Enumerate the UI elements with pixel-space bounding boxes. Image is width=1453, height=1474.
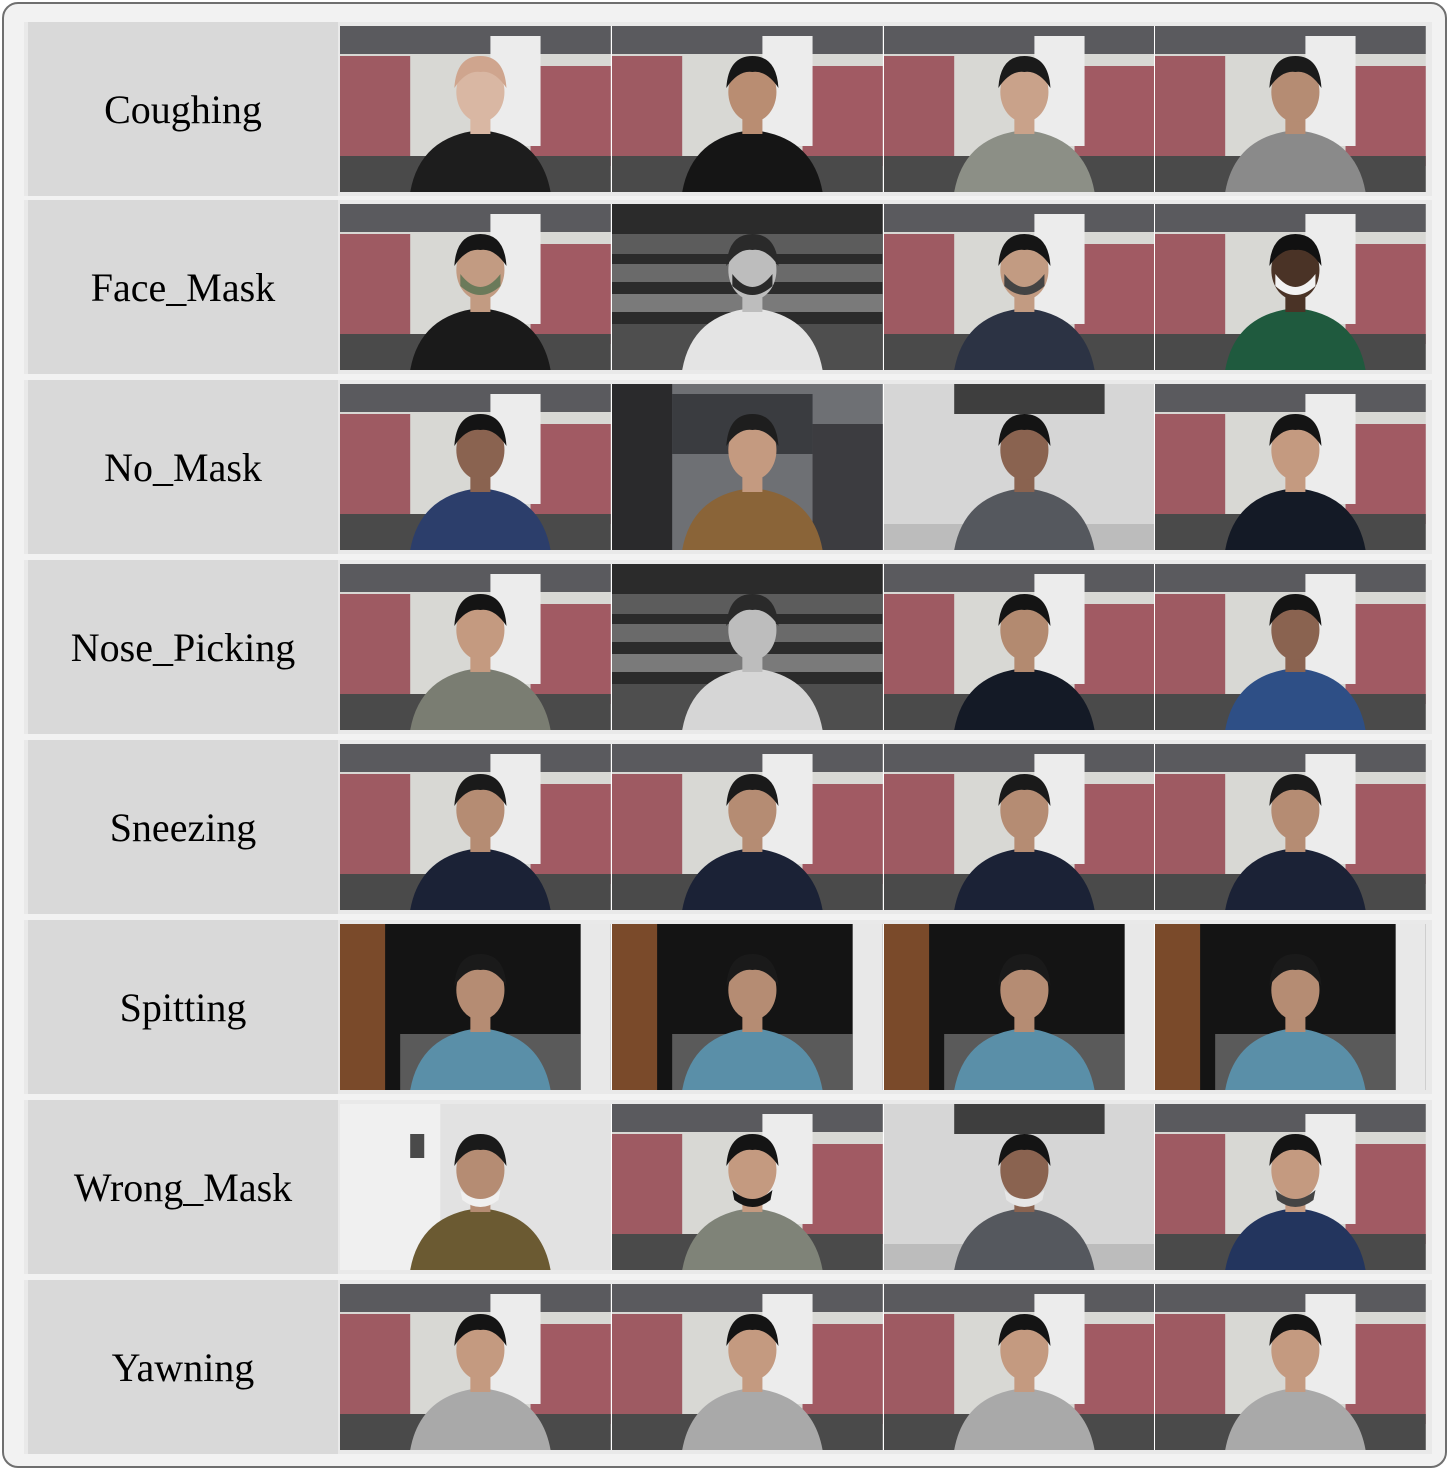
video-frame-thumbnail bbox=[611, 1104, 884, 1270]
action-label: Yawning bbox=[28, 1280, 338, 1454]
video-frame-thumbnail bbox=[340, 924, 612, 1090]
frame-strip bbox=[340, 564, 1426, 730]
video-frame-thumbnail bbox=[1155, 924, 1426, 1090]
frame-strip bbox=[340, 924, 1426, 1090]
action-label: Coughing bbox=[28, 22, 338, 196]
action-row: Face_Mask bbox=[24, 200, 1432, 374]
action-label: Face_Mask bbox=[28, 200, 338, 374]
frame-strip bbox=[340, 1104, 1426, 1270]
video-frame-thumbnail bbox=[340, 384, 612, 550]
action-row: Yawning bbox=[24, 1280, 1432, 1454]
video-frame-thumbnail bbox=[340, 564, 612, 730]
video-frame-thumbnail bbox=[340, 1284, 612, 1450]
video-frame-thumbnail bbox=[883, 1104, 1156, 1270]
video-frame-thumbnail bbox=[340, 204, 612, 370]
video-frame-thumbnail bbox=[611, 564, 884, 730]
video-frame-thumbnail bbox=[1155, 564, 1426, 730]
action-row: Sneezing bbox=[24, 740, 1432, 914]
video-frame-thumbnail bbox=[1155, 744, 1426, 910]
action-label: Sneezing bbox=[28, 740, 338, 914]
video-frame-thumbnail bbox=[340, 744, 612, 910]
video-frame-thumbnail bbox=[883, 384, 1156, 550]
frame-strip bbox=[340, 744, 1426, 910]
video-frame-thumbnail bbox=[883, 1284, 1156, 1450]
video-frame-thumbnail bbox=[1155, 26, 1426, 192]
action-label: No_Mask bbox=[28, 380, 338, 554]
video-frame-thumbnail bbox=[883, 924, 1156, 1090]
action-label: Nose_Picking bbox=[28, 560, 338, 734]
frame-strip bbox=[340, 1284, 1426, 1450]
frame-strip bbox=[340, 204, 1426, 370]
frame-strip bbox=[340, 26, 1426, 192]
action-row: Wrong_Mask bbox=[24, 1100, 1432, 1274]
video-frame-thumbnail bbox=[883, 564, 1156, 730]
video-frame-thumbnail bbox=[1155, 384, 1426, 550]
action-row: No_Mask bbox=[24, 380, 1432, 554]
video-frame-thumbnail bbox=[611, 924, 884, 1090]
video-frame-thumbnail bbox=[611, 384, 884, 550]
action-label: Spitting bbox=[28, 920, 338, 1094]
video-frame-thumbnail bbox=[611, 26, 884, 192]
video-frame-thumbnail bbox=[611, 744, 884, 910]
video-frame-thumbnail bbox=[611, 1284, 884, 1450]
action-row: Coughing bbox=[24, 22, 1432, 196]
video-frame-thumbnail bbox=[1155, 1104, 1426, 1270]
frame-strip bbox=[340, 384, 1426, 550]
video-frame-thumbnail bbox=[340, 26, 612, 192]
video-frame-thumbnail bbox=[883, 204, 1156, 370]
video-frame-thumbnail bbox=[883, 26, 1156, 192]
action-row: Nose_Picking bbox=[24, 560, 1432, 734]
video-frame-thumbnail bbox=[1155, 1284, 1426, 1450]
video-frame-thumbnail bbox=[1155, 204, 1426, 370]
video-frame-thumbnail bbox=[340, 1104, 612, 1270]
video-frame-thumbnail bbox=[611, 204, 884, 370]
video-frame-thumbnail bbox=[883, 744, 1156, 910]
action-row: Spitting bbox=[24, 920, 1432, 1094]
action-label: Wrong_Mask bbox=[28, 1100, 338, 1274]
